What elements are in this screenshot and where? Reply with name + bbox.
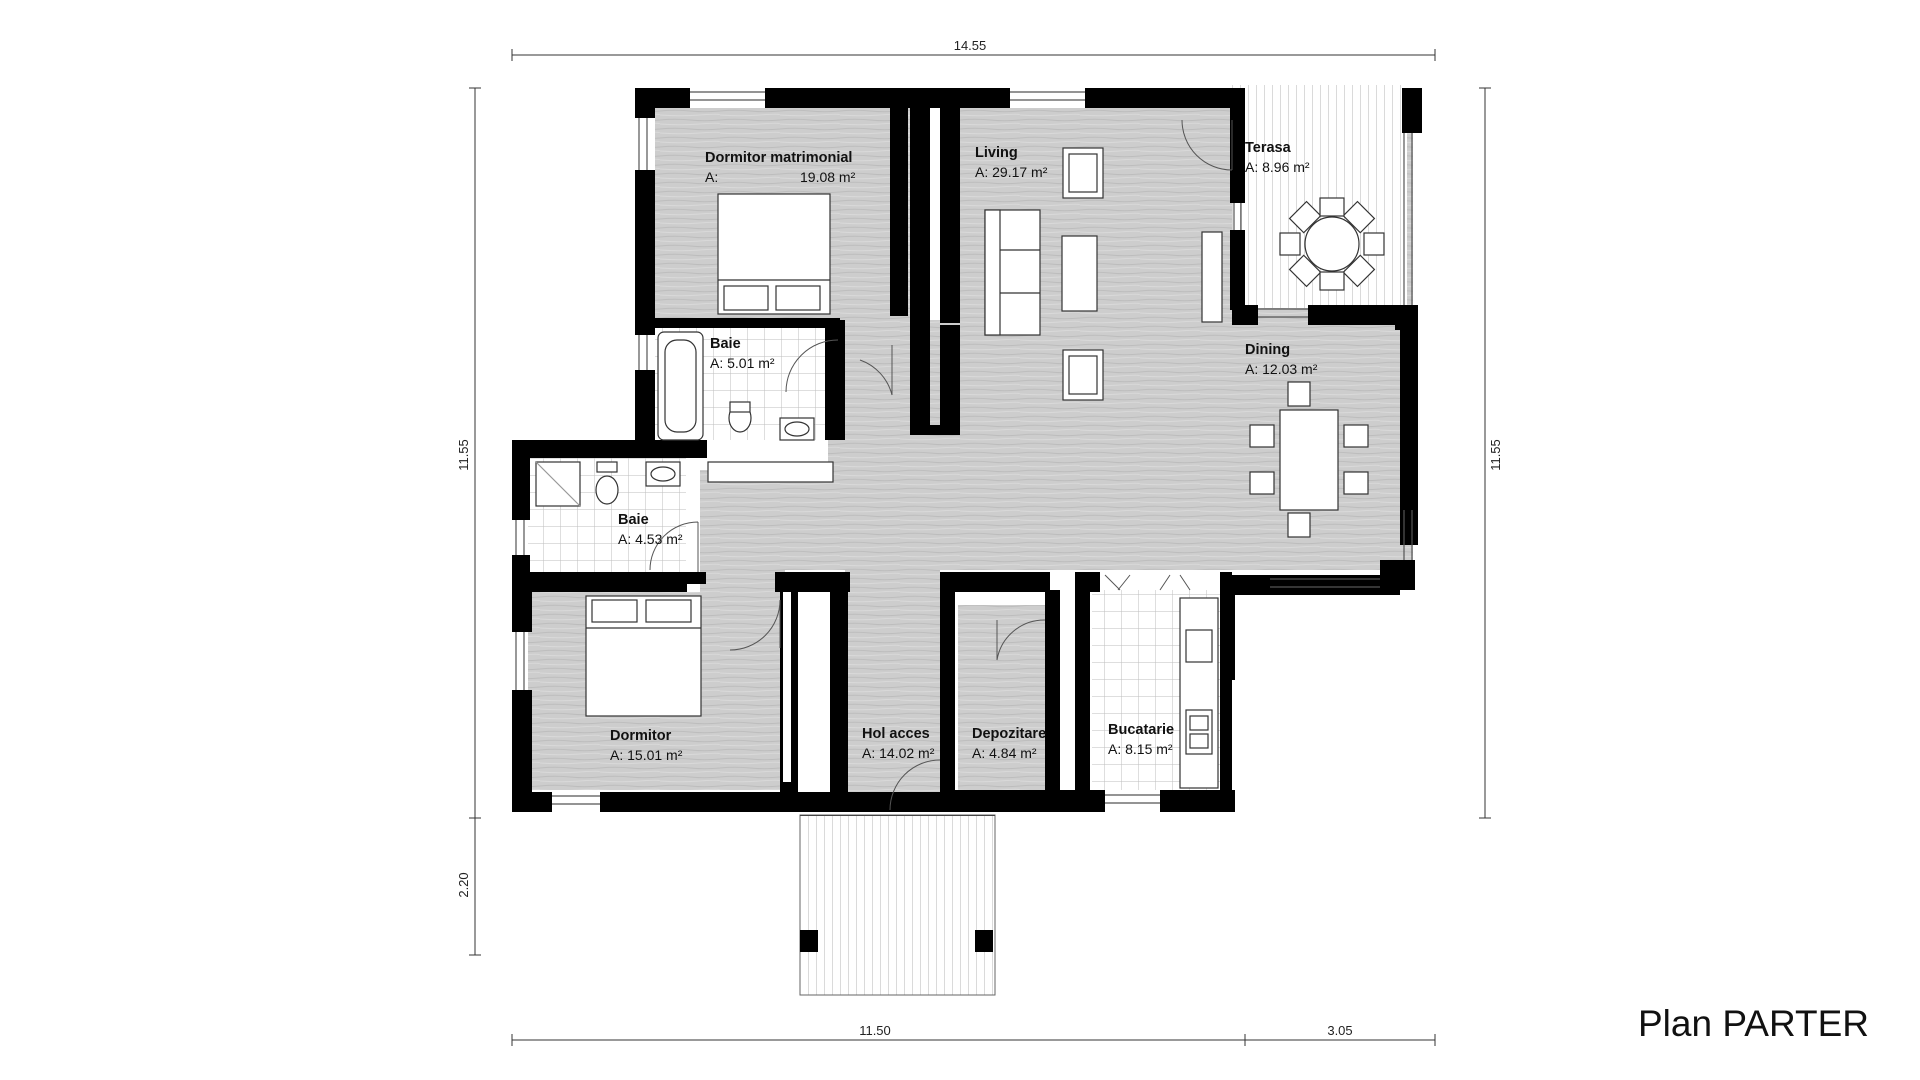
entrance-stairs (799, 814, 996, 996)
toilet-baie-2 (595, 475, 619, 505)
room-name-dining: Dining (1245, 342, 1290, 358)
dim-bottom-main: 11.50 (859, 1023, 891, 1038)
tv-unit (1201, 231, 1223, 323)
dining-table (1279, 409, 1339, 511)
room-labels: Dormitor matrimonial A: 19.08 m² Living … (610, 140, 1318, 763)
windows (515, 91, 1413, 805)
doors (649, 119, 1233, 811)
room-name-bucatarie: Bucatarie (1108, 722, 1174, 738)
furniture (535, 147, 1385, 789)
kitchen-counter (1179, 597, 1219, 789)
walls (512, 88, 1422, 952)
room-name-depozitare: Depozitare (972, 726, 1046, 742)
dim-bottom-terrace: 3.05 (1327, 1023, 1352, 1038)
dim-left-height: 11.55 (456, 439, 471, 471)
room-area-living: A: 29.17 m² (975, 164, 1048, 180)
room-area-dining: A: 12.03 m² (1245, 361, 1318, 377)
room-area-bucatarie: A: 8.15 m² (1108, 741, 1173, 757)
room-area-dormitor-matrimonial: 19.08 m² (800, 169, 856, 185)
room-area-prefix-dormitor-matrimonial: A: (705, 169, 718, 185)
terasa-roof-band (1232, 85, 1402, 108)
room-area-dormitor: A: 15.01 m² (610, 747, 683, 763)
room-name-baie-1: Baie (710, 336, 741, 352)
room-name-dormitor: Dormitor (610, 728, 672, 744)
floor-depozitare (958, 605, 1045, 790)
dim-stairs-depth: 2.20 (456, 872, 471, 897)
coffee-table (1061, 235, 1098, 312)
terasa-table (1304, 216, 1360, 272)
room-name-dormitor-matrimonial: Dormitor matrimonial (705, 150, 852, 166)
room-area-hol-acces: A: 14.02 m² (862, 745, 935, 761)
room-area-baie-2: A: 4.53 m² (618, 531, 683, 547)
room-area-baie-1: A: 5.01 m² (710, 355, 775, 371)
room-name-terasa: Terasa (1245, 140, 1292, 156)
room-area-depozitare: A: 4.84 m² (972, 745, 1037, 761)
room-name-living: Living (975, 145, 1018, 161)
dim-right-height: 11.55 (1488, 439, 1503, 471)
dim-total-width: 14.55 (954, 38, 987, 53)
floor-hol-acces (845, 570, 940, 810)
room-name-baie-2: Baie (618, 512, 649, 528)
room-name-hol-acces: Hol acces (862, 726, 930, 742)
room-area-terasa: A: 8.96 m² (1245, 159, 1310, 175)
plan-title: Plan PARTER (1638, 1003, 1869, 1044)
dimension-lines (469, 49, 1491, 1046)
